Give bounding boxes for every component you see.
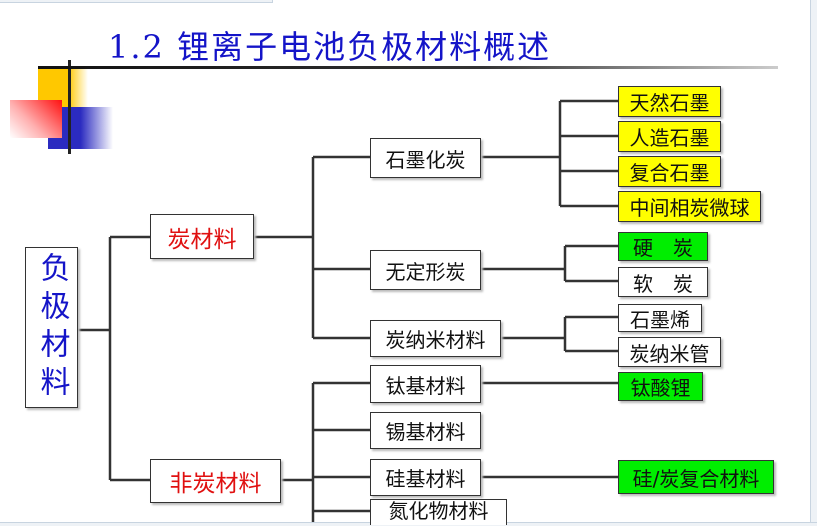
root-node: 负极材料 bbox=[25, 247, 78, 408]
node-noncarbon: 非炭材料 bbox=[150, 459, 281, 503]
leaf-mcmb: 中间相炭微球 bbox=[618, 191, 761, 222]
node-silicon: 硅基材料 bbox=[370, 459, 481, 496]
leaf-soft-carbon: 软 炭 bbox=[618, 267, 708, 297]
node-carbon-nano: 炭纳米材料 bbox=[370, 320, 501, 357]
leaf-hard-carbon: 硬 炭 bbox=[618, 232, 708, 261]
leaf-graphene: 石墨烯 bbox=[618, 304, 702, 332]
node-graphitized-carbon: 石墨化炭 bbox=[370, 138, 481, 178]
leaf-lithium-titanate: 钛酸锂 bbox=[618, 372, 703, 401]
decor-vertical-bar bbox=[68, 60, 71, 154]
node-carbon: 炭材料 bbox=[150, 214, 254, 259]
root-label: 负极材料 bbox=[34, 251, 70, 404]
window-edge-right bbox=[810, 0, 817, 525]
leaf-composite-graphite: 复合石墨 bbox=[618, 156, 721, 187]
title-underline bbox=[38, 66, 778, 69]
leaf-carbon-nanotube: 炭纳米管 bbox=[618, 337, 721, 367]
node-nitride: 氮化物材料 bbox=[370, 499, 507, 525]
window-edge-top bbox=[0, 0, 273, 3]
leaf-natural-graphite: 天然石墨 bbox=[618, 86, 721, 117]
node-titanium: 钛基材料 bbox=[370, 365, 481, 403]
node-tin: 锡基材料 bbox=[370, 412, 481, 449]
leaf-silicon-carbon-composite: 硅/炭复合材料 bbox=[618, 460, 774, 494]
node-amorphous-carbon: 无定形炭 bbox=[370, 250, 481, 290]
leaf-artificial-graphite: 人造石墨 bbox=[618, 121, 721, 152]
slide-title: 1.2 锂离子电池负极材料概述 bbox=[108, 28, 552, 66]
decor-red-square bbox=[10, 100, 62, 138]
